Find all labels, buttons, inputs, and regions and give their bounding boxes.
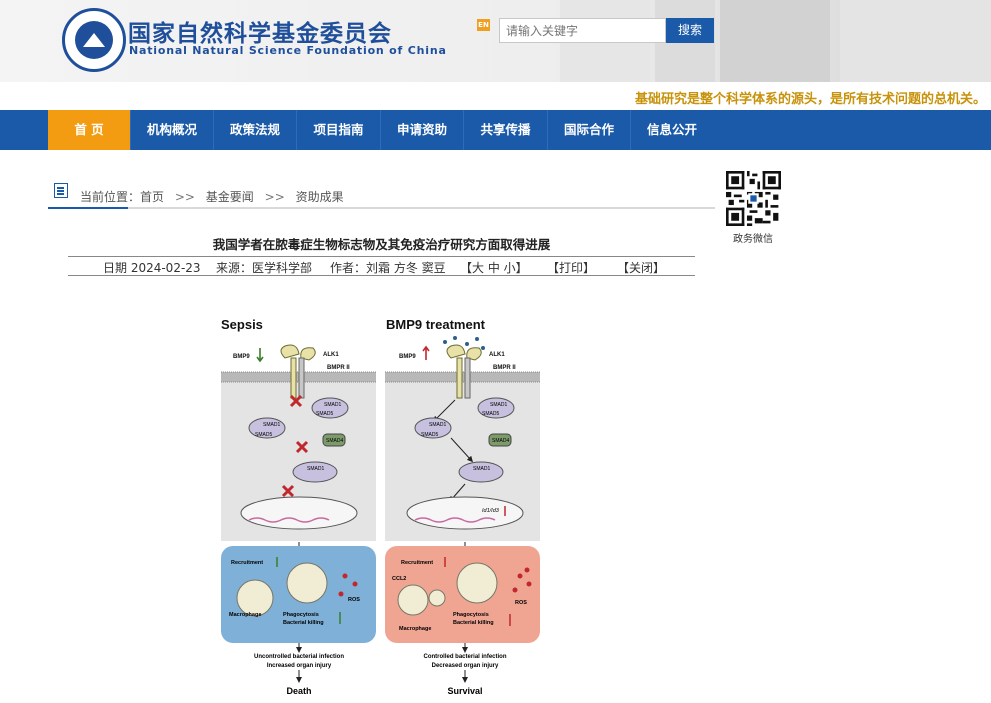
site-header bbox=[0, 0, 991, 82]
nav-item-guide[interactable]: 项目指南 bbox=[313, 122, 364, 137]
meta-divider-top bbox=[68, 256, 695, 257]
location-icon bbox=[54, 183, 68, 198]
right-smad1-mid-label: SMAD1 bbox=[429, 422, 446, 428]
breadcrumb-results[interactable]: 资助成果 bbox=[295, 190, 344, 204]
right-macrophage-label: Macrophage bbox=[399, 626, 431, 632]
left-bmp9-down-arrow-icon bbox=[256, 348, 264, 363]
left-smad1-top bbox=[311, 397, 349, 419]
right-smad4-label: SMAD4 bbox=[492, 438, 509, 444]
nav-item-share[interactable]: 共享传播 bbox=[480, 122, 531, 137]
right-killing-label: Bacterial killing bbox=[453, 620, 494, 626]
header-bg-building bbox=[840, 0, 991, 82]
search-input[interactable] bbox=[499, 18, 666, 43]
right-alk1-label: ALK1 bbox=[489, 352, 505, 358]
ccl2-label: CCL2 bbox=[392, 576, 406, 582]
right-smad-complex-label: SMAD1 bbox=[473, 466, 490, 472]
right-bmp9-label: BMP9 bbox=[399, 354, 416, 360]
left-nucleus bbox=[240, 496, 358, 530]
breadcrumb-prefix: 当前位置： bbox=[80, 190, 141, 204]
left-macrophage-icon bbox=[236, 579, 274, 617]
nsfc-logo[interactable] bbox=[62, 8, 126, 72]
left-smad4-label: SMAD4 bbox=[326, 438, 343, 444]
left-alk1-label: ALK1 bbox=[323, 352, 339, 358]
left-recruitment-label: Recruitment bbox=[231, 560, 263, 566]
left-outcome-1: Uncontrolled bacterial infection bbox=[254, 654, 344, 660]
nav-item-info[interactable]: 信息公开 bbox=[646, 122, 697, 137]
left-phago-label: Phagocytosis bbox=[283, 612, 319, 618]
print-link[interactable]: 【打印】 bbox=[547, 261, 596, 275]
nav-item-international[interactable]: 国际合作 bbox=[563, 122, 614, 137]
right-bmpr-label: BMPR II bbox=[493, 365, 516, 371]
close-link[interactable]: 【关闭】 bbox=[617, 261, 666, 275]
right-final-outcome: Survival bbox=[447, 686, 482, 696]
article-source: 来源：医学科学部 bbox=[216, 261, 313, 275]
left-smad1-mid bbox=[248, 417, 286, 439]
left-bmp9-label: BMP9 bbox=[233, 354, 250, 360]
left-smad5-mid-label: SMAD5 bbox=[255, 432, 272, 438]
nav-item-policy[interactable]: 政策法规 bbox=[229, 122, 280, 137]
right-phago-label: Phagocytosis bbox=[453, 612, 489, 618]
breadcrumb-news[interactable]: 基金要闻 bbox=[205, 190, 254, 204]
left-receptor-icon bbox=[280, 344, 316, 399]
figure-title-right: BMP9 treatment bbox=[386, 317, 486, 332]
breadcrumb-separator: >> bbox=[264, 190, 285, 204]
nav-item-apply[interactable]: 申请资助 bbox=[396, 122, 447, 137]
right-bmp9-up-arrow-icon bbox=[422, 345, 430, 360]
article-date: 日期 2024-02-23 bbox=[103, 261, 201, 275]
left-final-outcome: Death bbox=[286, 686, 311, 696]
nav-item-home[interactable]: 首 页 bbox=[48, 110, 130, 150]
right-recruitment-label: Recruitment bbox=[401, 560, 433, 566]
main-nav: 首 页 机构概况 政策法规 项目指南 申请资助 共享传播 国际合作 信息公开 bbox=[0, 110, 991, 150]
left-block-x-icon bbox=[295, 440, 309, 454]
left-ros-label: ROS bbox=[348, 597, 360, 603]
english-version-link[interactable]: EN bbox=[477, 19, 490, 31]
left-smad1-top-label: SMAD1 bbox=[324, 402, 341, 408]
header-bg-building bbox=[720, 0, 830, 82]
site-title-cn: 国家自然科学基金委员会 bbox=[128, 21, 392, 47]
left-smad-complex-label: SMAD1 bbox=[307, 466, 324, 472]
breadcrumb-divider-accent bbox=[48, 207, 128, 209]
left-outcome-2: Increased organ injury bbox=[267, 663, 332, 669]
left-smad4 bbox=[322, 433, 346, 447]
font-size-control[interactable]: 【大 中 小】 bbox=[460, 261, 528, 275]
meta-divider-bottom bbox=[68, 275, 695, 276]
left-killing-label: Bacterial killing bbox=[283, 620, 324, 626]
article-author: 作者：刘霜 方冬 窦豆 bbox=[330, 261, 446, 275]
left-smad5-top-label: SMAD5 bbox=[316, 411, 333, 417]
breadcrumb: 当前位置：首页 >> 基金要闻 >> 资助成果 bbox=[80, 188, 344, 205]
figure-title-left: Sepsis bbox=[221, 317, 263, 332]
right-smad5-top-label: SMAD5 bbox=[482, 411, 499, 417]
left-bmpr-label: BMPR II bbox=[327, 365, 350, 371]
id-gene-label: Id1/Id3 bbox=[482, 508, 500, 514]
site-title-en: National Natural Science Foundation of C… bbox=[129, 44, 447, 57]
breadcrumb-separator: >> bbox=[174, 190, 195, 204]
right-ros-label: ROS bbox=[515, 600, 527, 606]
right-receptor-icon bbox=[446, 344, 482, 399]
logo-emblem-icon bbox=[75, 21, 113, 59]
left-macrophage-label: Macrophage bbox=[229, 612, 261, 618]
right-outcome-2: Decreased organ injury bbox=[432, 663, 499, 669]
right-macrophage-icon bbox=[397, 584, 429, 616]
breadcrumb-divider bbox=[48, 207, 715, 209]
qr-code-icon[interactable] bbox=[726, 171, 781, 226]
left-block-x-icon bbox=[289, 394, 303, 408]
breadcrumb-home[interactable]: 首页 bbox=[140, 190, 165, 204]
left-smad-complex bbox=[292, 461, 338, 483]
right-outcome-1: Controlled bacterial infection bbox=[423, 654, 506, 660]
nav-item-about[interactable]: 机构概况 bbox=[146, 122, 197, 137]
right-smad5-mid-label: SMAD5 bbox=[421, 432, 438, 438]
qr-label: 政务微信 bbox=[733, 234, 773, 245]
left-smad1-mid-label: SMAD1 bbox=[263, 422, 280, 428]
article-figure: Sepsis BMP9 treatment BMP9 ALK1 BMPR II … bbox=[221, 317, 540, 696]
left-block-x-icon bbox=[281, 484, 295, 498]
slogan: 基础研究是整个科学体系的源头，是所有技术问题的总机关。 bbox=[634, 92, 986, 107]
article-title: 我国学者在脓毒症生物标志物及其免疫治疗研究方面取得进展 bbox=[212, 237, 551, 252]
search-button[interactable]: 搜索 bbox=[666, 18, 714, 43]
right-smad1-top-label: SMAD1 bbox=[490, 402, 507, 408]
